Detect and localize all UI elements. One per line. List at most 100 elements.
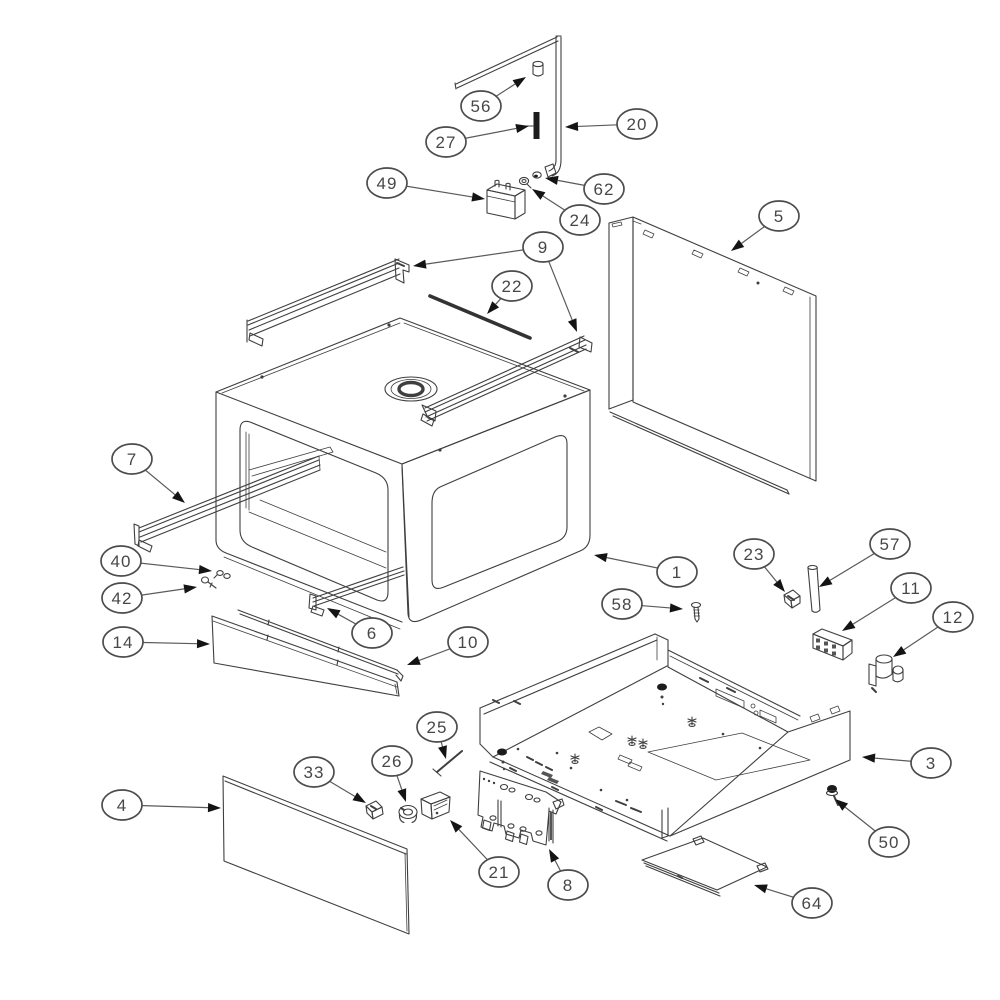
floor-screw-icon	[638, 738, 648, 750]
callout-label: 21	[489, 863, 510, 882]
callout-label: 26	[382, 752, 403, 771]
callout-label: 4	[117, 796, 127, 815]
callout-balloon	[656, 556, 698, 588]
callout-balloon	[111, 443, 153, 475]
leader-arrowhead-icon	[183, 584, 197, 594]
callout-label: 58	[612, 595, 633, 614]
leader-arrowhead-icon	[397, 788, 407, 802]
callout-balloon	[416, 711, 458, 743]
callout-label: 10	[458, 633, 479, 652]
pin-cylinder-part	[532, 60, 544, 77]
callout-balloon	[932, 601, 974, 633]
callout-label: 62	[594, 180, 615, 199]
callout-9: 9	[413, 231, 577, 332]
callout-label: 23	[744, 545, 765, 564]
callout-4: 4	[101, 789, 221, 821]
callout-11: 11	[842, 572, 932, 631]
callout-1: 1	[594, 553, 698, 588]
leader-arrowhead-icon	[413, 259, 427, 269]
leader-arrowhead-icon	[565, 121, 579, 132]
leader-arrowhead-icon	[842, 620, 856, 631]
callout-balloon	[100, 545, 142, 577]
callout-40: 40	[100, 545, 212, 577]
base-tray-part	[479, 633, 851, 842]
callout-33: 33	[293, 756, 366, 803]
leader-arrowhead-icon	[893, 645, 907, 657]
front-panel-part	[211, 615, 400, 697]
callout-24: 24	[532, 189, 601, 236]
leader-arrowhead-icon	[835, 799, 849, 811]
leader-arrowhead-icon	[669, 603, 683, 613]
callout-balloon	[733, 538, 775, 570]
callout-6: 6	[327, 608, 393, 649]
washer-part-62	[532, 171, 542, 179]
leader-arrowhead-icon	[567, 318, 577, 332]
callout-balloon	[522, 231, 564, 263]
callout-49: 49	[366, 167, 485, 202]
leader-arrowhead-icon	[754, 884, 768, 894]
callout-label: 40	[111, 552, 132, 571]
leader-arrowhead-icon	[198, 565, 212, 575]
switch-box-part	[420, 791, 451, 820]
callout-balloon	[547, 869, 589, 901]
callout-label: 57	[880, 535, 901, 554]
callout-label: 8	[563, 876, 573, 895]
callout-balloon	[366, 167, 408, 199]
valve-part	[868, 654, 904, 693]
callout-12: 12	[893, 601, 974, 657]
callout-56: 56	[460, 77, 526, 122]
callout-23: 23	[733, 538, 785, 592]
screw-part-42	[200, 576, 217, 589]
leader-arrowhead-icon	[594, 553, 608, 563]
screw-part-58	[690, 601, 702, 623]
cabinet-body-part	[215, 317, 591, 630]
callout-label: 27	[436, 133, 457, 152]
callout-57: 57	[819, 528, 911, 587]
leader-arrowhead-icon	[512, 77, 526, 88]
clip-part-33	[365, 800, 384, 820]
callout-balloon	[616, 108, 658, 140]
callout-58: 58	[601, 588, 683, 620]
callout-label: 22	[502, 277, 523, 296]
callout-50: 50	[835, 799, 910, 858]
leader-arrowhead-icon	[549, 849, 560, 863]
lower-rail-part	[308, 566, 405, 617]
bottom-panel-part	[222, 775, 410, 935]
top-rail-left-part	[246, 258, 410, 347]
leader-arrowhead-icon	[487, 301, 500, 314]
callout-label: 11	[901, 579, 921, 598]
leader-arrowhead-icon	[407, 656, 421, 665]
callout-balloon	[371, 745, 413, 777]
callout-balloon	[559, 204, 601, 236]
callout-label: 6	[367, 624, 377, 643]
callout-label: 1	[672, 563, 682, 582]
eyelet-part-24	[518, 176, 532, 189]
callout-balloon	[868, 826, 910, 858]
leader-arrowhead-icon	[196, 639, 210, 649]
callout-balloon	[293, 756, 335, 788]
grommet-part-26	[398, 804, 418, 824]
callout-10: 10	[407, 626, 489, 665]
pin-part-25	[432, 750, 463, 777]
callout-42: 42	[101, 582, 197, 614]
leader-arrowhead-icon	[438, 745, 447, 759]
leader-arrowhead-icon	[773, 579, 785, 592]
callout-label: 33	[304, 763, 325, 782]
callout-label: 49	[377, 174, 398, 193]
callout-20: 20	[565, 108, 658, 140]
callout-26: 26	[371, 745, 413, 802]
clamp-part-40	[213, 570, 231, 579]
callout-8: 8	[547, 849, 589, 901]
callout-balloon	[102, 626, 144, 658]
top-rod-part	[428, 294, 532, 340]
leader-arrowhead-icon	[819, 576, 833, 587]
callout-balloon	[460, 90, 502, 122]
callout-7: 7	[111, 443, 185, 503]
callout-balloon	[910, 747, 952, 779]
callout-label: 25	[427, 718, 448, 737]
callout-label: 14	[113, 633, 134, 652]
callout-balloon	[447, 626, 489, 658]
trim-strip-part	[237, 609, 404, 682]
